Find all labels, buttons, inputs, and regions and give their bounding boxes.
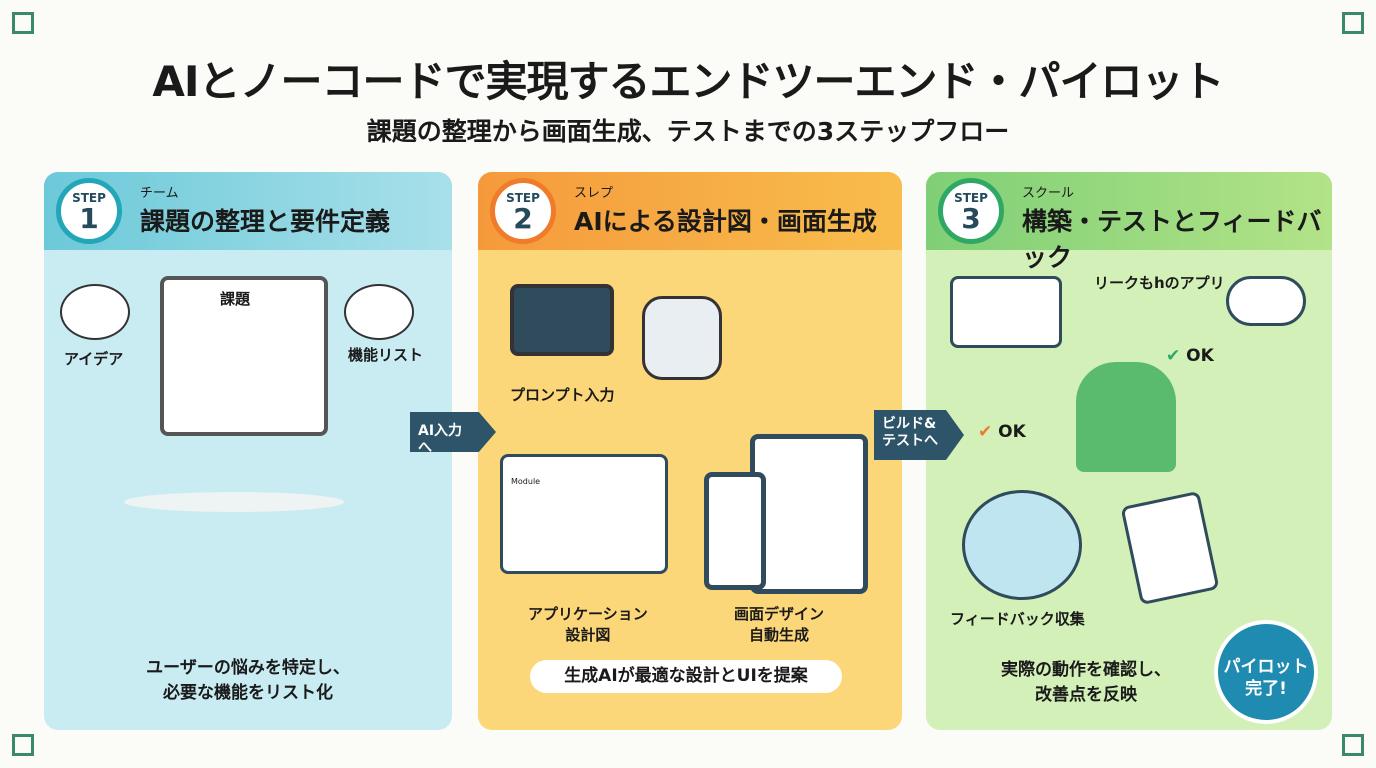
step-2-caption: 生成AIが最適な設計とUIを提案 [530, 660, 842, 693]
caption-line: 実際の動作を確認し、 [1001, 660, 1171, 680]
step-subtitle: スレプ [574, 186, 614, 201]
arrow-line: テストへ [882, 433, 938, 449]
caption-line: 必要な機能をリスト化 [163, 683, 333, 703]
corner-ornament [12, 734, 34, 756]
screen-label: 画面デザイン自動生成 [734, 604, 824, 646]
to-build-arrow: ビルド&テストへ [874, 410, 964, 460]
feedback-label: フィードバック収集 [950, 610, 1085, 628]
step-1-caption: ユーザーの悩みを特定し、必要な機能をリスト化 [44, 656, 452, 706]
idea-bulb-icon [60, 284, 130, 340]
step-label: STEP [954, 191, 988, 205]
step-number: 2 [513, 202, 533, 235]
ok-label: OK [1186, 346, 1214, 366]
monitor-gears-icon [510, 284, 614, 356]
arrow-line: ビルド& [882, 416, 937, 432]
features-label: 機能リスト [348, 346, 424, 364]
corner-ornament [1342, 734, 1364, 756]
step-heading: AIによる設計図・画面生成 [574, 207, 877, 236]
team-table-illustration [124, 492, 344, 512]
whiteboard-label: 課題 [220, 290, 251, 308]
prompt-label: プロンプト入力 [510, 386, 615, 404]
corner-ornament [12, 12, 34, 34]
step-label: STEP [506, 191, 540, 205]
ok-badge-1: ✔ OK [1166, 346, 1214, 366]
corner-ornament [1342, 12, 1364, 34]
step-subtitle: チーム [140, 186, 179, 201]
whiteboard: 課題 [160, 276, 328, 436]
step-heading: 構築・テストとフィードバック [1022, 207, 1322, 272]
list-icon [344, 284, 414, 340]
clipboard-icon [1120, 490, 1220, 606]
label-line: アプリケーション [528, 605, 648, 623]
module-label: Module [511, 477, 541, 486]
step-number: 1 [79, 202, 99, 235]
step-heading: 課題の整理と要件定義 [140, 207, 391, 236]
tablet-screen [750, 434, 868, 594]
step-number: 3 [961, 202, 981, 235]
ok-badge-2: ✔ OK [978, 422, 1026, 442]
caption-line: 改善点を反映 [1035, 685, 1137, 705]
to-ai-arrow: AI入力へ [410, 412, 496, 452]
caption-line: ユーザーの悩みを特定し、 [146, 658, 350, 678]
pilot-complete-badge: パイロット完了! [1214, 620, 1318, 724]
step-3-caption: 実際の動作を確認し、改善点を反映 [966, 658, 1206, 708]
app-window-icon [950, 276, 1062, 348]
page-subtitle: 課題の整理から画面生成、テストまでの3ステップフロー [366, 117, 1010, 146]
step-subtitle: スクール [1022, 186, 1075, 201]
robot-icon [642, 296, 722, 380]
step-label: STEP [72, 191, 106, 205]
label-line: 設計図 [565, 626, 611, 644]
design-diagram: Module [500, 454, 668, 574]
cloud-icon [1226, 276, 1306, 326]
badge-line: 完了! [1245, 679, 1287, 699]
app-label: リークもhのアプリ [1094, 274, 1225, 292]
ok-label: OK [998, 422, 1026, 442]
badge-line: パイロット [1223, 657, 1309, 677]
label-line: 画面デザイン [734, 605, 825, 623]
design-label: アプリケーション設計図 [528, 604, 648, 646]
idea-label: アイデア [64, 350, 124, 368]
phone-screen [704, 472, 766, 590]
check-icon: ✔ [1166, 346, 1187, 366]
check-icon: ✔ [978, 422, 999, 442]
feedback-users-icon [962, 490, 1082, 600]
label-line: 自動生成 [749, 626, 810, 644]
page-title: AIとノーコードで実現するエンドツーエンド・パイロット [152, 57, 1224, 106]
person-with-tablet [1076, 362, 1176, 472]
